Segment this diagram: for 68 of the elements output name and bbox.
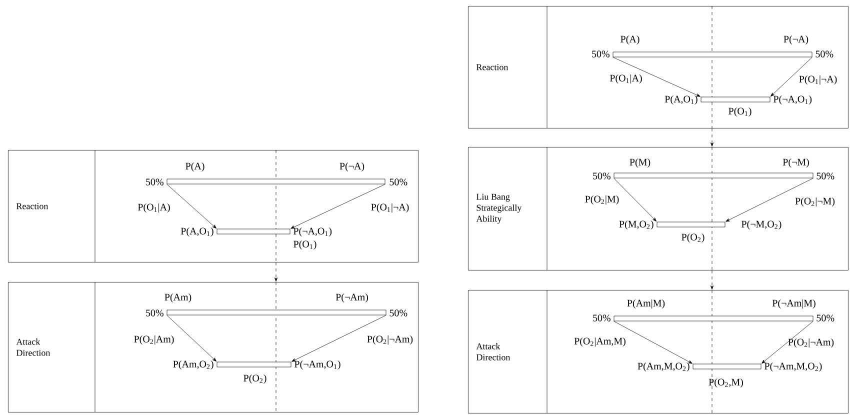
probability-label: P(¬A) [784,35,808,45]
probability-label: P(Am,O$_{2}$) [173,360,214,370]
edge-label: P(O$_{2}$|Am,M) [574,337,626,347]
probability-label: P(Am) [164,293,192,303]
probability-label: 50% [390,310,408,316]
arrow [290,184,386,229]
probability-label: P(¬A) [340,162,364,172]
bar [166,310,386,316]
bar [700,96,770,102]
edge-label: P(O$_{2}$|¬Am) [788,338,834,348]
probability-label: P(A,O$_{1}$) [664,95,698,105]
bar [656,222,726,228]
edge-label: P(O$_{2}$|¬Am) [367,335,413,345]
arrow [710,128,714,147]
probability-label: P(¬Am,O$_{1}$) [294,360,340,370]
bar [614,316,814,322]
bar [216,228,290,234]
probability-label: 50% [593,172,610,180]
bar [612,52,812,58]
edge-label: P(O$_{1}$|¬A) [371,203,409,213]
probability-label: P(O$_{1}$) [294,240,316,250]
probability-label: 50% [592,50,610,58]
arrow [292,315,386,362]
probability-label: P(A) [620,35,640,45]
probability-label: P(¬A,O$_{1}$) [774,95,812,105]
probability-label: P(M) [630,158,650,168]
probability-label: 50% [593,314,610,322]
probability-label: P(¬M,O$_{2}$) [742,220,782,230]
probability-label: 50% [816,50,834,58]
probability-label: P(¬Am|M) [772,299,816,309]
arrow [726,178,814,222]
bar [166,178,386,184]
probability-label: 50% [816,314,834,322]
arrow [614,321,692,364]
probability-label: P(Am,M,O$_{2}$) [638,362,690,372]
probability-label: 50% [146,310,164,316]
bar [614,172,814,178]
edge-label: P(O$_{2}$|Am) [134,335,174,345]
arrow [770,57,812,97]
bar [692,364,762,370]
probability-label: 50% [390,178,408,186]
probability-label: P(M,O$_{2}$) [619,220,654,230]
arrow [612,57,700,97]
edge-label: P(O$_{1}$|A) [610,74,642,84]
bar [216,362,292,368]
arrow [166,184,217,229]
probability-label: 50% [816,172,834,180]
probability-label: P(Am|M) [627,299,665,309]
probability-label: P(A,O$_{1}$) [180,227,214,237]
probability-label: P(O$_{2}$) [682,233,704,243]
probability-label: P(O$_{1}$) [728,107,752,117]
probability-label: P(¬Am,M,O$_{2}$) [764,362,822,372]
arrow [710,270,714,290]
probability-label: P(¬M) [782,158,809,168]
edge-label: P(O$_{2}$|¬M) [795,197,835,207]
probability-label: P(¬A,O$_{1}$) [294,227,332,237]
arrow [166,315,217,362]
arrow [761,321,814,364]
probability-label: P(¬Am) [336,293,368,303]
edge-label: P(O$_{1}$|A) [138,203,170,213]
probability-label: P(O$_{2}$,M) [708,378,743,388]
probability-label: P(O$_{2}$) [244,374,266,384]
probability-label: P(A) [186,162,204,172]
arrow [274,262,278,282]
probability-label: 50% [146,178,164,186]
edge-label: P(O$_{2}$|M) [585,195,619,205]
edge-label: P(O$_{1}$|¬A) [799,75,837,85]
arrow [614,178,657,222]
